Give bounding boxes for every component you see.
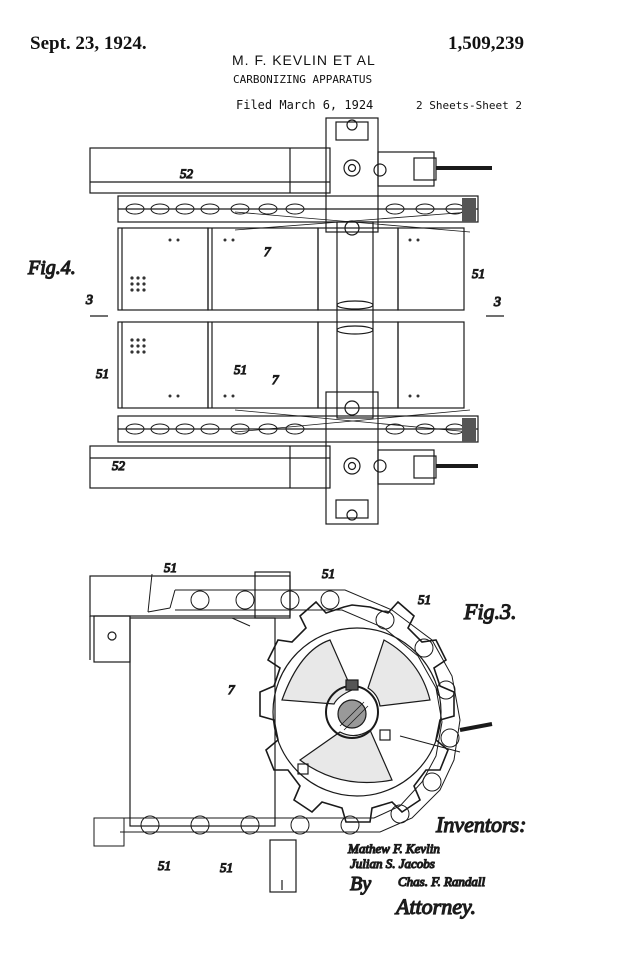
ref-52-bottom: 52 — [112, 458, 126, 473]
chain-links — [93, 573, 461, 847]
patent-number: 1,509,239 — [448, 33, 524, 54]
attorney-label: Attorney. — [394, 894, 476, 919]
fig3-label: Fig.3. — [463, 599, 517, 624]
inventors-label: Inventors: — [435, 812, 526, 837]
drive-shaft — [336, 221, 374, 419]
patent-title: CARBONIZING APPARATUS — [233, 73, 373, 86]
section-marker-left: 3 — [85, 293, 93, 308]
tray-row-upper — [117, 227, 465, 311]
by-label: By — [350, 873, 371, 895]
ref-51-fig3-bottom-left: 51 — [158, 858, 171, 873]
section-marker-right: 3 — [493, 295, 501, 310]
top-bearing — [325, 117, 492, 236]
bottom-rail — [89, 445, 331, 489]
tray-row-lower — [117, 321, 465, 409]
filed-date: Filed March 6, 1924 — [236, 98, 374, 112]
frame-foot — [269, 839, 297, 893]
figure-3-drawing — [89, 571, 493, 893]
ref-51-fig3-top: 51 — [322, 566, 335, 581]
fig4-label: Fig.4. — [27, 257, 76, 279]
ref-51-center: 51 — [234, 362, 247, 377]
ref-51-left: 51 — [96, 366, 109, 381]
top-chain — [117, 195, 479, 233]
sheet-count: 2 Sheets-Sheet 2 — [416, 99, 522, 112]
inventor-signature-2: Julian S. Jacobs — [350, 856, 435, 871]
ref-51-fig3-top-left: 51 — [164, 560, 177, 575]
ref-51-right: 51 — [472, 266, 485, 281]
inventor-signature-1: Mathew F. Kevlin — [347, 841, 440, 856]
sprocket-wheel — [259, 600, 493, 823]
patent-date: Sept. 23, 1924. — [30, 33, 147, 54]
ref-7-top: 7 — [264, 244, 271, 259]
ref-7-bottom: 7 — [272, 372, 279, 387]
ref-51-fig3-right: 51 — [418, 592, 431, 607]
bottom-chain — [117, 409, 479, 443]
bottom-bearing — [325, 391, 478, 525]
ref-7-fig3: 7 — [228, 682, 235, 697]
ref-52-top: 52 — [180, 166, 194, 181]
ref-51-fig3-bottom: 51 — [220, 860, 233, 875]
attorney-signature: Chas. F. Randall — [398, 874, 486, 889]
inventor-names: M. F. KEVLIN ET AL — [232, 52, 376, 68]
figure-4-drawing — [89, 117, 504, 525]
top-rail — [89, 147, 331, 194]
